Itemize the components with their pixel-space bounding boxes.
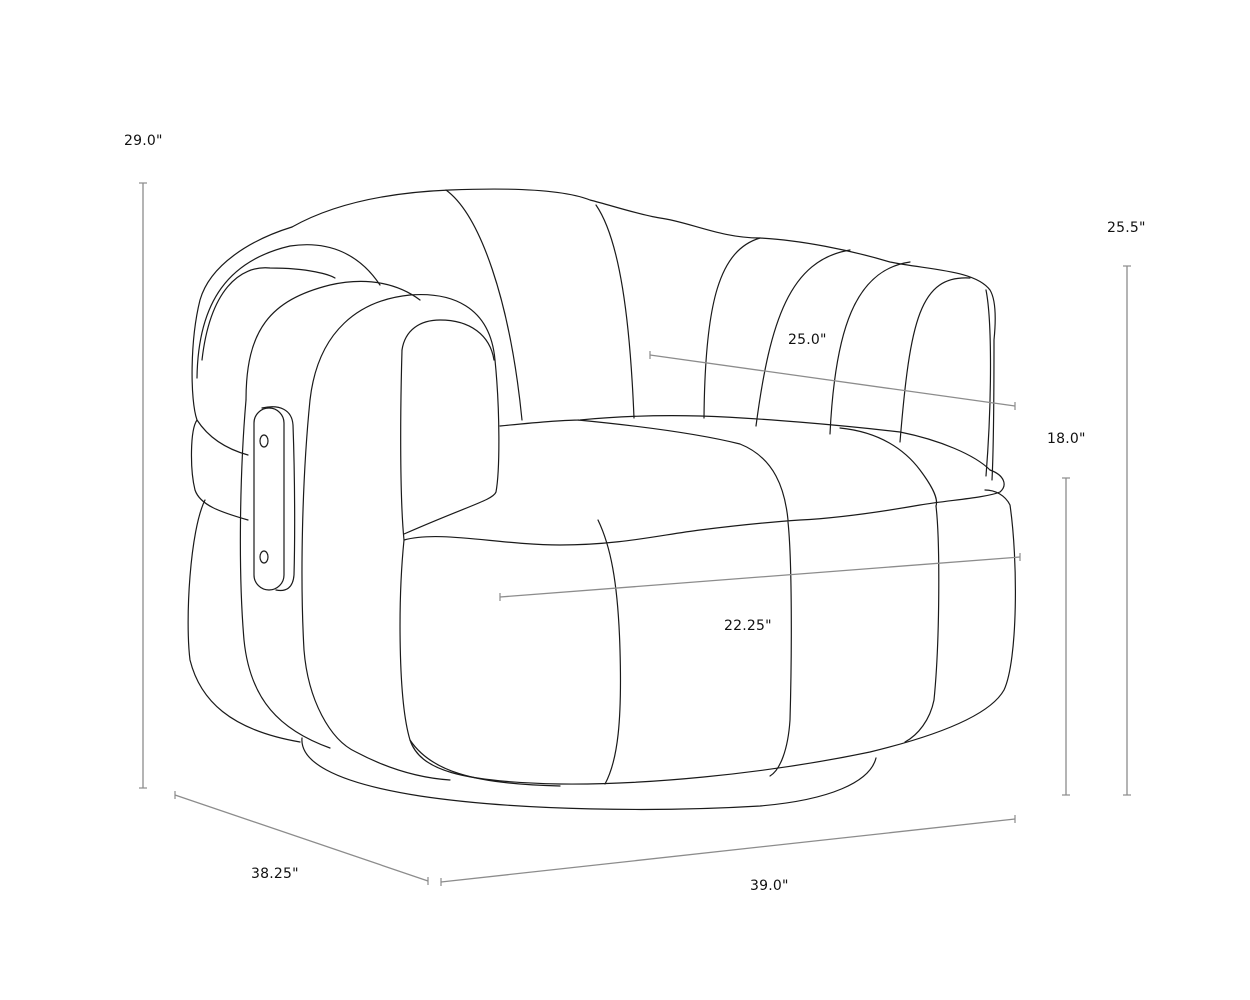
front-seam-3 bbox=[904, 505, 940, 743]
label-inner-width: 25.0" bbox=[788, 332, 827, 348]
label-overall-depth: 38.25" bbox=[251, 866, 299, 882]
seat-back-edge bbox=[499, 415, 991, 471]
dim-overall-depth-line bbox=[174, 791, 429, 885]
side-lower-body bbox=[187, 499, 301, 743]
dim-overall-height-line bbox=[139, 182, 147, 789]
dim-back-height-line bbox=[1123, 265, 1131, 796]
back-shell-top bbox=[291, 188, 996, 481]
dim-seat-height-line bbox=[1062, 477, 1070, 796]
arm-mid-layer bbox=[245, 280, 421, 401]
back-seam-1 bbox=[445, 189, 523, 421]
arm-back-layer bbox=[196, 244, 381, 379]
arm-front-panel bbox=[309, 293, 500, 535]
dimension-lines bbox=[139, 182, 1131, 886]
seat-base-body bbox=[399, 489, 1017, 785]
back-seam-5 bbox=[829, 261, 911, 435]
chair-outline bbox=[187, 188, 1017, 811]
seat-front-edge bbox=[403, 469, 1005, 546]
dim-overall-width-line bbox=[440, 815, 1016, 886]
back-seam-3 bbox=[703, 237, 761, 419]
side-handle-plate bbox=[253, 406, 296, 592]
arm-inner-vertical bbox=[400, 349, 405, 541]
side-band bbox=[190, 419, 249, 521]
seat-seam-2 bbox=[839, 427, 938, 507]
label-seat-depth: 22.25" bbox=[724, 618, 772, 634]
back-seam-7 bbox=[985, 289, 992, 477]
label-back-height: 25.5" bbox=[1107, 220, 1146, 236]
label-overall-height: 29.0" bbox=[124, 133, 163, 149]
arm-inner-panel bbox=[401, 319, 495, 361]
dim-inner-width-line bbox=[649, 351, 1016, 410]
back-seam-6 bbox=[899, 277, 971, 443]
label-overall-width: 39.0" bbox=[750, 878, 789, 894]
dim-seat-depth-line bbox=[499, 553, 1021, 601]
front-seam-2 bbox=[769, 521, 792, 777]
arm-outer-vertical bbox=[301, 399, 451, 781]
front-left-cushion bbox=[409, 739, 561, 787]
arm-mid-vertical bbox=[239, 399, 331, 749]
arm-back-layer-2 bbox=[201, 267, 336, 361]
back-shell-left bbox=[191, 226, 293, 456]
label-seat-height: 18.0" bbox=[1047, 431, 1086, 447]
back-seam-2 bbox=[595, 204, 635, 419]
front-seam-1 bbox=[597, 519, 622, 785]
back-seam-4 bbox=[755, 249, 851, 427]
seat-seam-1 bbox=[577, 419, 789, 521]
swivel-base bbox=[301, 737, 877, 811]
